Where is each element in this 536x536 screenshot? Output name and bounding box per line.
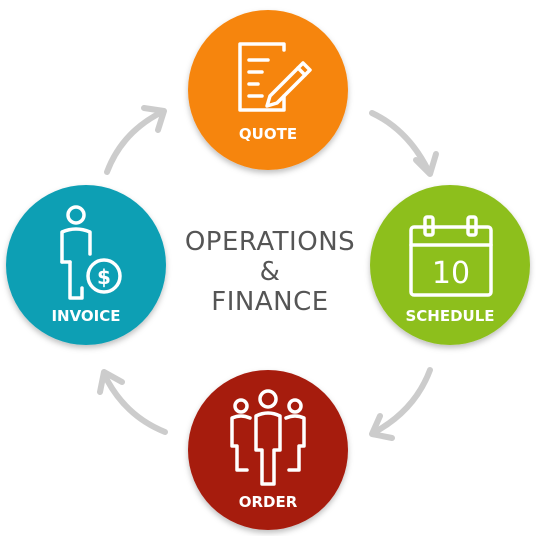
center-title-line-1: OPERATIONS [185,227,355,257]
calendar-day-number: 10 [432,256,470,291]
cycle-arrows [97,105,439,441]
step-order-label: ORDER [239,493,298,511]
center-title-line-3: FINANCE [211,287,328,317]
step-schedule: 10 SCHEDULE [370,185,530,345]
step-invoice-circle [6,185,166,345]
arrow-quote-to-schedule [369,110,439,177]
center-title-line-2: & [260,257,281,287]
people-group-icon [230,389,306,486]
quote-document-pen-icon [238,42,312,112]
step-quote-circle [188,10,348,170]
step-order-circle [188,370,348,530]
step-schedule-circle [370,185,530,345]
step-quote-label: QUOTE [239,125,297,143]
arrow-order-to-invoice [97,369,168,435]
step-order: ORDER [188,370,348,530]
step-invoice-label: INVOICE [51,307,120,325]
step-schedule-label: SCHEDULE [405,307,494,325]
arrow-invoice-to-quote [104,105,167,175]
calendar-icon: 10 [409,215,493,297]
step-quote: QUOTE [188,10,348,170]
dollar-sign-icon: $ [97,265,111,289]
step-invoice: $ INVOICE [6,185,166,345]
person-dollar-icon: $ [60,205,122,300]
center-title: OPERATIONS & FINANCE [185,227,355,317]
arrow-schedule-to-order [369,367,433,441]
